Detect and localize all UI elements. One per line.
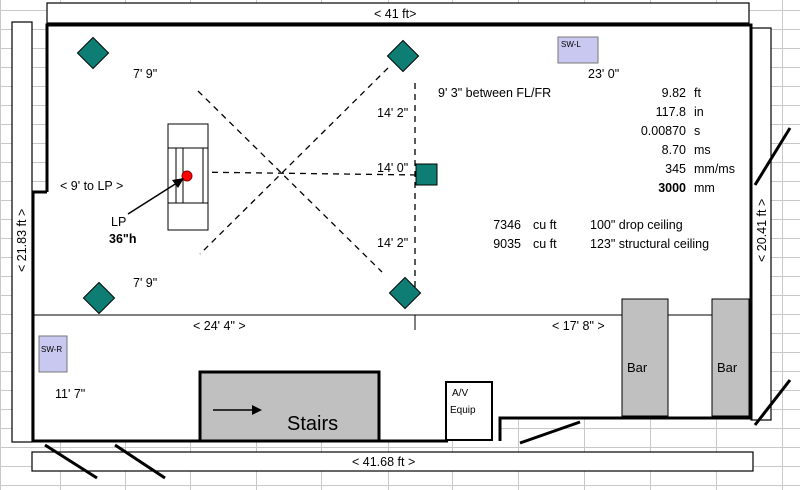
right-height-label: < 20.41 ft > — [755, 199, 769, 262]
calc-value: 9.82 — [662, 86, 686, 100]
listening-position-dot — [181, 170, 193, 182]
stairs-label: Stairs — [287, 413, 338, 435]
calc-unit: in — [694, 105, 704, 119]
subwoofer-right — [38, 335, 68, 373]
speaker-icon — [415, 163, 438, 186]
calc-value: 3000 — [658, 181, 686, 195]
calc-value: 345 — [665, 162, 686, 176]
stairs-block — [198, 370, 381, 443]
av-label-line2: Equip — [450, 405, 476, 416]
lp-distance-label: < 9' to LP > — [60, 179, 123, 193]
volume-note: 123" structural ceiling — [590, 237, 709, 251]
subwoofer-right-distance: 11' 7" — [55, 387, 85, 401]
subwoofer-right-label: SW-R — [41, 345, 62, 354]
volume-unit: cu ft — [533, 237, 557, 251]
speaker-icon — [82, 281, 116, 315]
room-interior — [33, 25, 751, 441]
door-swings — [44, 127, 792, 480]
right-section-label: < 17' 8" > — [552, 319, 605, 333]
bottom-dimension-box — [31, 451, 754, 472]
calc-heading: 9' 3" between FL/FR — [438, 86, 551, 100]
av-label-line1: A/V — [452, 388, 468, 399]
left-section-label: < 24' 4" > — [193, 319, 246, 333]
speaker-icon — [76, 36, 110, 70]
top-left-speaker-distance: 7' 9" — [133, 67, 157, 81]
calc-unit: s — [694, 124, 700, 138]
room-wall — [45, 23, 753, 441]
speaker-icon — [386, 39, 420, 73]
lp-arrow-head — [172, 178, 184, 188]
top-width-label: < 41 ft> — [374, 7, 416, 21]
lower-half-distance: 14' 2" — [377, 236, 408, 250]
subwoofer-left-distance: 23' 0" — [588, 67, 619, 81]
calc-unit: ft — [694, 86, 701, 100]
bar-left-label: Bar — [627, 360, 648, 375]
volume-value: 9035 — [493, 237, 521, 251]
bottom-width-label: < 41.68 ft > — [352, 455, 415, 469]
left-height-label: < 21.83 ft > — [15, 209, 29, 272]
speaker-geometry-lines — [189, 67, 419, 290]
lp-height-label: 36"h — [109, 232, 136, 246]
upper-half-distance: 14' 2" — [377, 106, 408, 120]
volume-table: 7346 cu ft 100" drop ceiling 9035 cu ft 123" … — [493, 218, 709, 251]
lp-label: LP — [111, 215, 126, 229]
subwoofer-left — [557, 36, 599, 64]
volume-value: 7346 — [493, 218, 521, 232]
av-equipment — [445, 381, 493, 441]
calc-unit: mm — [694, 181, 715, 195]
calc-value: 117.8 — [656, 105, 686, 119]
center-distance: 14' 0" — [377, 161, 408, 175]
calculation-table: 9.82 ft 117.8 in 0.00870 s 8.70 ms 345 mm/ms 3000 m… — [641, 86, 735, 195]
top-dimension-box — [46, 2, 750, 24]
volume-unit: cu ft — [533, 218, 557, 232]
calc-value: 0.00870 — [641, 124, 686, 138]
subwoofer-left-label: SW-L — [561, 40, 581, 49]
calc-value: 8.70 — [662, 143, 686, 157]
bar-left — [621, 298, 669, 417]
calc-unit: mm/ms — [694, 162, 735, 176]
calc-unit: ms — [694, 143, 711, 157]
bottom-left-speaker-distance: 7' 9" — [133, 276, 157, 290]
speaker-icon — [388, 276, 422, 310]
stairs-arrow-head — [252, 405, 262, 415]
lp-arrow — [127, 180, 181, 215]
bar-right-label: Bar — [717, 360, 738, 375]
bar-right — [711, 298, 750, 417]
volume-note: 100" drop ceiling — [590, 218, 683, 232]
